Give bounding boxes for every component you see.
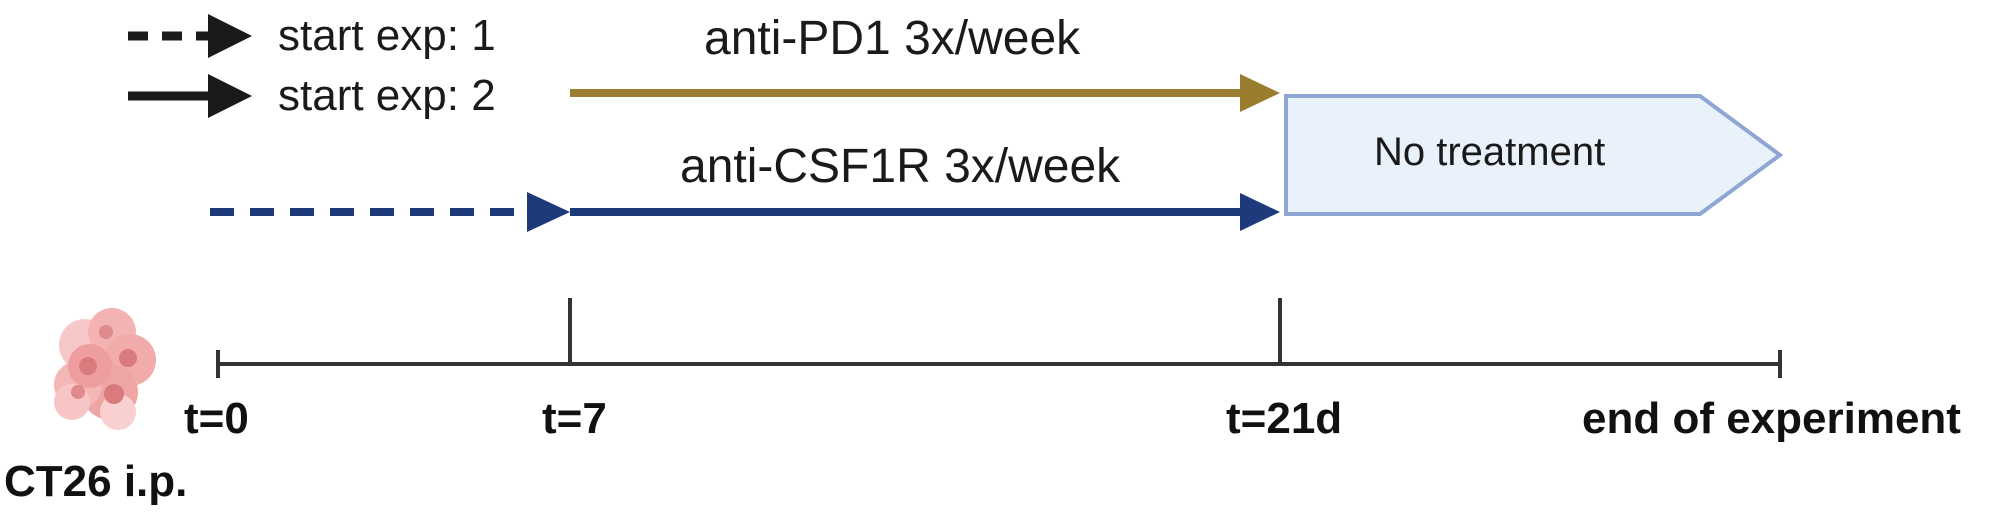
no-treatment-label: No treatment: [1374, 130, 1605, 174]
csf1r-treatment: anti-CSF1R 3x/week: [210, 140, 1280, 232]
legend-solid-arrowhead: [208, 74, 252, 118]
legend-solid-label: start exp: 2: [278, 71, 496, 120]
csf1r-arrowhead: [1240, 193, 1280, 231]
tick-label-t7: t=7: [542, 394, 607, 443]
legend-dashed-entry: start exp: 1: [128, 11, 496, 60]
tick-label-t0: t=0: [184, 394, 249, 443]
tick-label-end: end of experiment: [1582, 394, 1961, 443]
legend-dashed-arrowhead: [208, 14, 252, 58]
pd1-treatment-label: anti-PD1 3x/week: [704, 12, 1081, 65]
csf1r-treatment-label: anti-CSF1R 3x/week: [680, 140, 1121, 193]
legend-solid-entry: start exp: 2: [128, 71, 496, 120]
no-treatment-box: No treatment: [1284, 94, 1784, 216]
tick-label-t21: t=21d: [1226, 394, 1342, 443]
no-treatment-shape: [1284, 94, 1784, 216]
legend-dashed-label: start exp: 1: [278, 11, 496, 60]
timeline-axis: t=0 t=7 t=21d end of experiment: [184, 298, 1961, 443]
tumor-cells-icon: [54, 308, 156, 430]
csf1r-dashed-arrowhead: [527, 192, 570, 232]
pd1-arrowhead: [1240, 74, 1280, 112]
injection-label: CT26 i.p.: [4, 457, 187, 506]
pd1-treatment: anti-PD1 3x/week: [570, 12, 1280, 112]
